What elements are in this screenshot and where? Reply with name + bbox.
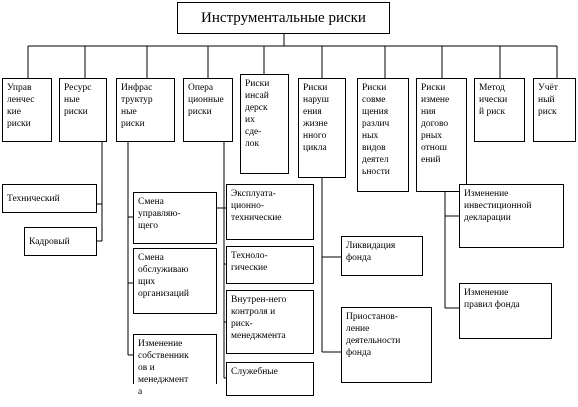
oper-internal-control: Внутрен-него контроля и риск- менеджмент… [226, 290, 314, 354]
category-infrastructure: Инфрас труктур ные риски [116, 78, 175, 142]
infra-manager-change: Смена управляю- щего [133, 192, 217, 244]
lifecycle-suspension: Приостанов- ление деятельности фонда [341, 307, 432, 383]
root-label: Инструментальные риски [201, 10, 366, 26]
category-resource: Ресурс ные риски [59, 78, 107, 142]
category-accounting: Учёт ный риск [533, 78, 576, 142]
infra-owner-change: Изменение собственник ов и менеджмент а [133, 334, 217, 397]
category-lifecycle: Риски наруш ения жизне нного цикла [298, 78, 346, 178]
category-insider: Риски инсай дерск их сде- лок [240, 74, 289, 174]
contract-rules-change: Изменение правил фонда [459, 283, 552, 339]
category-combination: Риски совме щения различ ных видов деяте… [357, 78, 409, 192]
category-methodical: Метод ически й риск [474, 78, 525, 142]
oper-technological: Техноло- гические [226, 246, 314, 284]
lifecycle-liquidation: Ликвидация фонда [341, 236, 423, 276]
infra-service-org-change: Смена обслуживаю щих организаций [133, 248, 217, 314]
category-operational: Опера ционные риски [183, 78, 233, 142]
oper-service: Служебные [226, 362, 314, 396]
resource-technical: Технический [2, 184, 97, 213]
root-node: Инструментальные риски [177, 2, 390, 34]
category-management: Управ ленчес кие риски [2, 78, 52, 142]
oper-exploitation: Эксплуата- ционно- технические [226, 184, 314, 240]
contract-declaration-change: Изменение инвестиционной декларации [459, 184, 564, 248]
resource-personnel: Кадровый [24, 227, 97, 256]
category-contract: Риски измене ния догово рных отнош ений [416, 78, 467, 192]
